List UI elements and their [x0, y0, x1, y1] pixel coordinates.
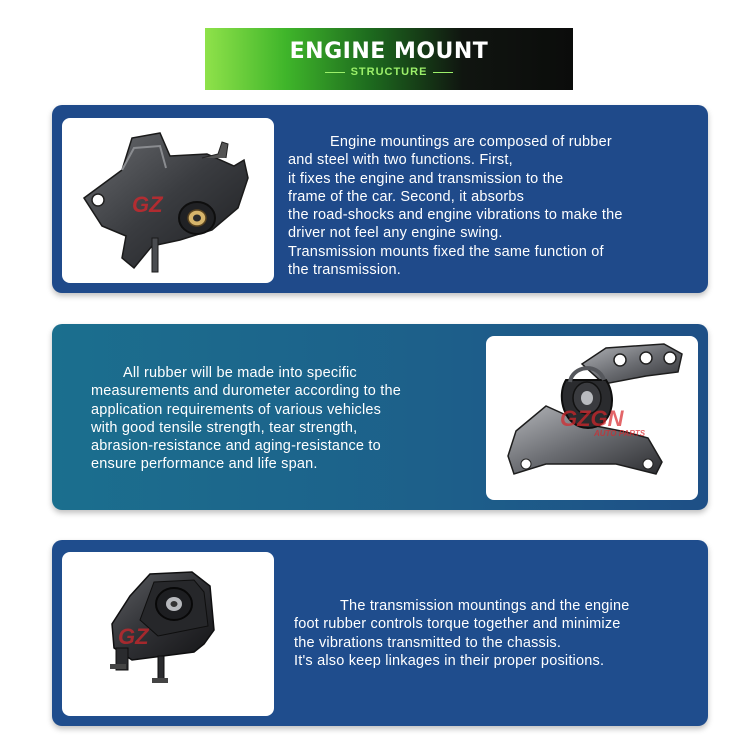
page-title: ENGINE MOUNT [289, 39, 489, 64]
transmission-description: The transmission mountings and the engin… [294, 597, 699, 670]
text-line: the vibrations transmitted to the chassi… [294, 634, 562, 651]
engine-mount-photo-3: GZ [62, 552, 274, 716]
watermark-brand-3: GZ [118, 624, 150, 649]
engine-mount-1-image: GZ [82, 132, 249, 273]
info-panel-composition: GZ Engine mountings are composed of rubb… [52, 105, 708, 293]
composition-description: Engine mountings are composed of rubber … [288, 133, 698, 279]
text-line: abrasion-resistance and aging-resistance… [91, 438, 381, 455]
text-line: Engine mountings are composed of rubber [330, 134, 612, 150]
info-panel-material: All rubber will be made into specific me… [52, 324, 708, 510]
info-panel-transmission: GZ The transmission mountings and the en… [52, 540, 708, 726]
subtitle-divider-right [433, 71, 454, 73]
text-line: driver not feel any engine swing. [288, 225, 503, 242]
watermark-tagline: AUTO PARTS [593, 429, 646, 438]
page-subtitle-row: STRUCTURE [324, 66, 454, 78]
page-subtitle: STRUCTURE [350, 66, 428, 78]
text-line: The transmission mountings and the engin… [340, 598, 630, 614]
material-description: All rubber will be made into specific me… [91, 364, 476, 474]
text-line: foot rubber controls torque together and… [294, 616, 621, 633]
header-banner: ENGINE MOUNT STRUCTURE [205, 28, 573, 90]
subtitle-divider-left [324, 71, 345, 73]
watermark-brand-2: GZGN [560, 406, 625, 431]
text-line: and steel with two functions. First, [288, 152, 513, 169]
engine-mount-2-image: GZGN AUTO PARTS [507, 343, 683, 475]
text-line: with good tensile strength, tear strengt… [91, 419, 358, 436]
text-line: All rubber will be made into specific [123, 365, 357, 381]
watermark-brand-1: GZ [132, 192, 164, 217]
text-line: the transmission. [288, 262, 401, 279]
text-line: Transmission mounts fixed the same funct… [288, 243, 604, 260]
text-line: the road-shocks and engine vibrations to… [288, 207, 623, 224]
text-line: measurements and durometer according to … [91, 383, 402, 400]
engine-mount-photo-2: GZGN AUTO PARTS [486, 336, 698, 500]
text-line: It's also keep linkages in their proper … [294, 652, 605, 669]
text-line: it fixes the engine and transmission to … [288, 170, 564, 187]
engine-mount-photo-1: GZ [62, 118, 274, 283]
text-line: application requirements of various vehi… [91, 401, 382, 418]
text-line: ensure performance and life span. [91, 456, 318, 473]
engine-mount-3-image: GZ [110, 571, 215, 683]
text-line: frame of the car. Second, it absorbs [288, 188, 525, 205]
